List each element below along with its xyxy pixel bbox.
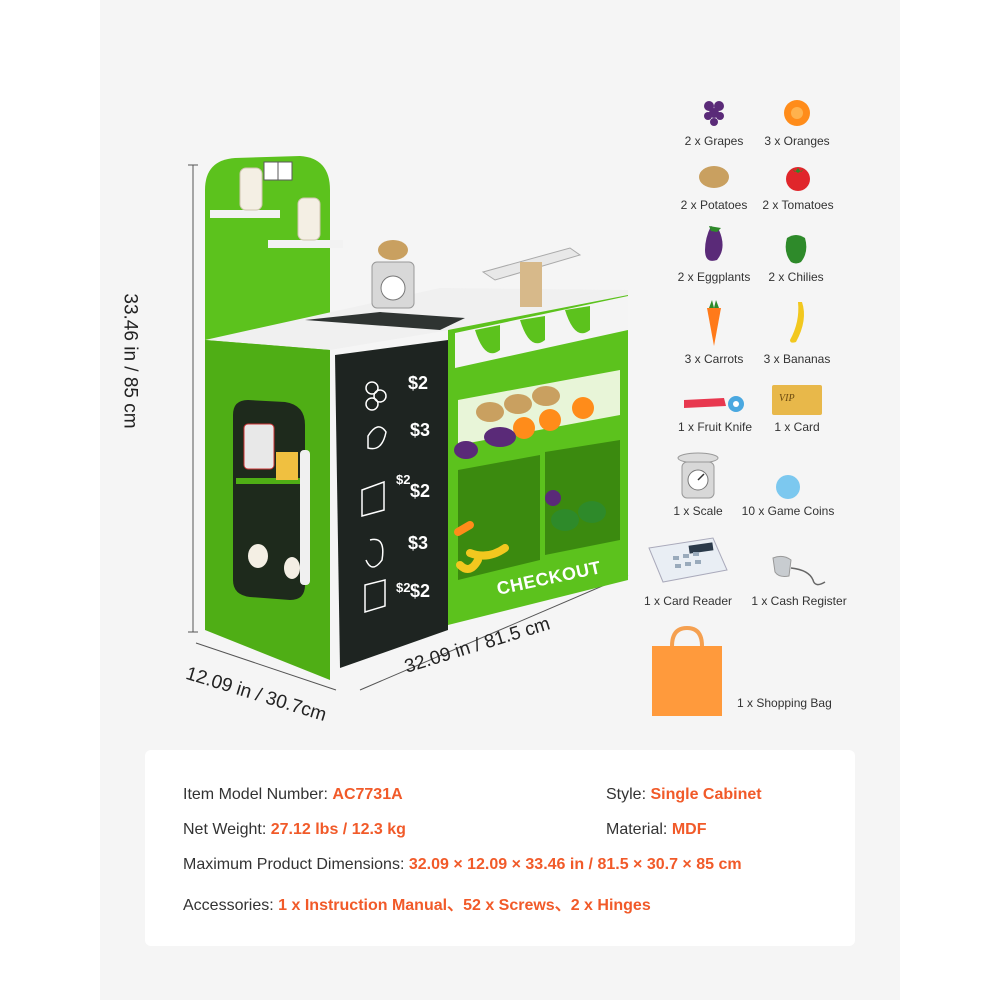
spec-value: 32.09 × 12.09 × 33.46 in / 81.5 × 30.7 ×… [408,856,742,873]
spec-style: Style: Single Cabinet [606,786,762,804]
carrot-icon [707,300,721,346]
accessory-carrots: 3 x Carrots [676,298,752,366]
accessory-label: 1 x Card [774,420,820,434]
accessory-label: 3 x Carrots [684,352,744,366]
svg-text:VIP: VIP [779,393,795,404]
coin-icon [776,475,800,499]
price-tag: $2 [410,581,431,601]
potato-icon [699,166,729,188]
spec-label: Net Weight: [183,821,267,838]
accessory-bananas: 3 x Bananas [756,298,838,366]
spec-label: Maximum Product Dimensions: [183,856,405,873]
banana-icon [790,302,804,343]
spec-model: Item Model Number: AC7731A [183,786,403,804]
spec-dimensions: Maximum Product Dimensions: 32.09 × 12.0… [183,856,742,874]
price-tag: $2 [396,580,411,595]
card-icon: VIP [772,385,822,415]
price-tag: $2 [410,481,431,501]
accessory-potatoes: 2 x Potatoes [672,160,756,212]
spec-label: Material: [606,821,668,838]
accessory-label: 10 x Game Coins [741,504,835,518]
accessory-label: 1 x Card Reader [643,594,733,608]
accessory-tomatoes: 2 x Tomatoes [756,160,840,212]
accessory-scale: 1 x Scale [666,450,730,518]
accessory-cash-register: 1 x Cash Register [746,548,852,608]
spec-weight: Net Weight: 27.12 lbs / 12.3 kg [183,821,406,839]
price-tag: $3 [410,420,431,440]
accessory-label: 2 x Tomatoes [762,198,834,212]
accessory-label: 2 x Potatoes [680,198,748,212]
accessory-label: 1 x Scale [673,504,723,518]
spec-label: Item Model Number: [183,786,328,803]
spec-value: AC7731A [332,786,403,803]
accessory-oranges: 3 x Oranges [756,96,838,148]
grapes-icon [704,101,724,126]
accessory-eggplants: 2 x Eggplants [670,222,758,284]
spec-label: Style: [606,786,647,803]
accessory-grapes: 2 x Grapes [676,96,752,148]
accessory-label: 3 x Oranges [764,134,830,148]
tomato-icon [786,167,810,191]
accessory-label: 2 x Chilies [768,270,824,284]
price-tag: $2 [408,373,429,393]
price-tag: $2 [396,472,411,487]
accessory-label: 3 x Bananas [763,352,831,366]
orange-icon [784,100,810,126]
shopping-bag-icon [652,625,722,716]
accessory-fruit-knife: 1 x Fruit Knife [670,392,760,434]
scale-icon [677,452,719,499]
spec-material: Material: MDF [606,821,706,839]
card-reader-icon [648,537,728,583]
accessory-card: VIP 1 x Card [766,384,828,434]
spec-label: Accessories: [183,897,274,914]
eggplant-icon [705,226,723,261]
spec-accessories: Accessories: 1 x Instruction Manual、52 x… [183,891,651,915]
accessory-label: 1 x Shopping Bag [737,696,832,710]
spec-value: 1 x Instruction Manual、52 x Screws、2 x H… [278,897,651,914]
accessory-label: 2 x Grapes [684,134,744,148]
chili-icon [785,235,807,264]
accessory-label: 1 x Cash Register [751,594,847,608]
spec-value: Single Cabinet [650,786,762,803]
accessory-chilies: 2 x Chilies [760,228,832,284]
fruit-knife-icon [684,396,744,412]
accessory-label: 2 x Eggplants [677,270,751,284]
cash-register-icon [772,555,826,586]
accessory-label: 1 x Fruit Knife [677,420,753,434]
spec-value: 27.12 lbs / 12.3 kg [270,821,406,838]
accessory-shopping-bag: 1 x Shopping Bag [650,624,850,719]
spec-value: MDF [671,821,707,838]
accessory-game-coins: 10 x Game Coins [736,474,840,518]
specifications-panel: Item Model Number: AC7731A Style: Single… [145,750,855,946]
price-tag: $3 [408,533,429,553]
accessory-card-reader: 1 x Card Reader [638,534,738,608]
